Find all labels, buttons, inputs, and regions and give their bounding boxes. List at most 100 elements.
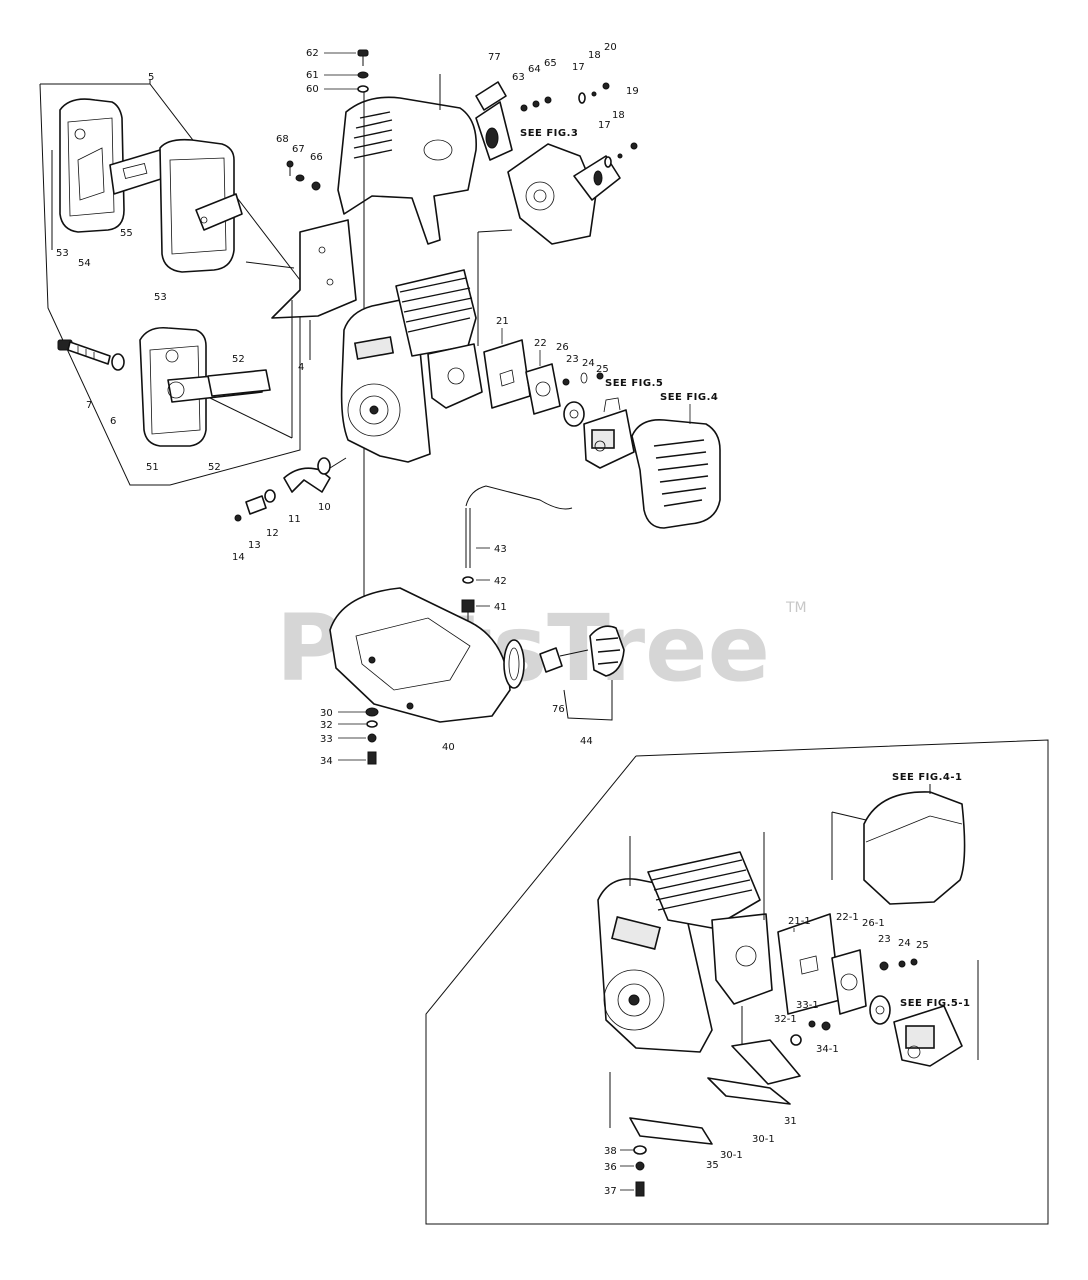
callout-25: 25 xyxy=(596,364,609,375)
inset-plates xyxy=(609,1006,801,1145)
callout-25-inset: 25 xyxy=(916,940,929,951)
callout-68: 68 xyxy=(276,134,289,145)
callout-6: 6 xyxy=(110,416,116,427)
callout-5: 5 xyxy=(148,72,154,83)
callout-42: 42 xyxy=(494,576,507,587)
side-screws xyxy=(286,160,321,191)
carb-insulator xyxy=(525,363,604,427)
callout-12: 12 xyxy=(266,528,279,539)
see-fig5-ref: SEE FIG.5 xyxy=(605,378,663,389)
inset-engine xyxy=(597,832,773,1053)
tank-mount-hardware xyxy=(365,707,379,765)
callout-26-1: 26-1 xyxy=(862,918,885,929)
callout-41: 41 xyxy=(494,602,507,613)
callout-43: 43 xyxy=(494,544,507,555)
callout-17a: 17 xyxy=(572,62,585,73)
callout-44: 44 xyxy=(580,736,593,747)
starter-screws xyxy=(520,82,638,168)
see-fig4-ref: SEE FIG.4 xyxy=(660,392,718,403)
inset-carb-gasket xyxy=(777,913,841,1015)
callout-24-inset: 24 xyxy=(898,938,911,949)
recoil-starter xyxy=(475,81,621,346)
callout-21: 21 xyxy=(496,316,509,327)
callout-18a: 18 xyxy=(588,50,601,61)
callout-23: 23 xyxy=(566,354,579,365)
callout-54: 54 xyxy=(78,258,91,269)
callout-67: 67 xyxy=(292,144,305,155)
callout-10: 10 xyxy=(318,502,331,513)
watermark-trademark: TM xyxy=(785,600,807,616)
callout-14: 14 xyxy=(232,552,245,563)
callout-30: 30 xyxy=(320,708,333,719)
callout-22: 22 xyxy=(534,338,547,349)
callout-30-1b: 30-1 xyxy=(720,1150,743,1161)
muffler-cover xyxy=(51,98,125,250)
callout-52b: 52 xyxy=(208,462,221,473)
fuel-tank xyxy=(329,587,525,723)
callout-63: 63 xyxy=(512,72,525,83)
callout-61: 61 xyxy=(306,70,319,81)
carburetor xyxy=(583,397,635,469)
engine-block xyxy=(340,269,483,463)
callout-18b: 18 xyxy=(612,110,625,121)
callout-19: 19 xyxy=(626,86,639,97)
callout-33-1: 33-1 xyxy=(796,1000,819,1011)
callout-23-inset: 23 xyxy=(878,934,891,945)
callout-31: 31 xyxy=(784,1116,797,1127)
callout-17b: 17 xyxy=(598,120,611,131)
callout-62: 62 xyxy=(306,48,319,59)
callout-51: 51 xyxy=(146,462,159,473)
callout-33: 33 xyxy=(320,734,333,745)
callout-36: 36 xyxy=(604,1162,617,1173)
callout-65: 65 xyxy=(544,58,557,69)
fuel-line xyxy=(461,485,573,628)
callout-24: 24 xyxy=(582,358,595,369)
callout-32: 32 xyxy=(320,720,333,731)
callout-53a: 53 xyxy=(56,248,69,259)
inset-bolts xyxy=(633,1145,647,1197)
callout-53b: 53 xyxy=(154,292,167,303)
see-fig4-1-ref: SEE FIG.4-1 xyxy=(892,772,962,783)
callout-26: 26 xyxy=(556,342,569,353)
inset-frame xyxy=(425,739,1049,1225)
see-fig5-1-ref: SEE FIG.5-1 xyxy=(900,998,970,1009)
callout-21-1: 21-1 xyxy=(788,916,811,927)
callout-32-1: 32-1 xyxy=(774,1014,797,1025)
callout-34-1: 34-1 xyxy=(816,1044,839,1055)
heat-shield xyxy=(271,219,357,360)
top-cover xyxy=(337,74,477,245)
callout-13: 13 xyxy=(248,540,261,551)
callout-37: 37 xyxy=(604,1186,617,1197)
callout-4: 4 xyxy=(298,362,304,373)
callout-64: 64 xyxy=(528,64,541,75)
muffler-back xyxy=(139,261,295,447)
leader-lines xyxy=(324,52,795,1191)
callout-22-1: 22-1 xyxy=(836,912,859,923)
inset-carburetor xyxy=(893,960,979,1067)
callout-20: 20 xyxy=(604,42,617,53)
callout-52a: 52 xyxy=(232,354,245,365)
callout-7: 7 xyxy=(86,400,92,411)
fuel-cap xyxy=(539,625,625,721)
callout-35: 35 xyxy=(706,1160,719,1171)
exhaust-flange xyxy=(234,457,347,522)
callout-30-1a: 30-1 xyxy=(752,1134,775,1145)
see-fig3-ref: SEE FIG.3 xyxy=(520,128,578,139)
muffler-group-outline xyxy=(39,80,301,486)
callout-77: 77 xyxy=(488,52,501,63)
muffler-body xyxy=(159,138,243,273)
callout-66: 66 xyxy=(310,152,323,163)
air-cleaner-cover xyxy=(631,419,721,529)
callout-60: 60 xyxy=(306,84,319,95)
callout-34: 34 xyxy=(320,756,333,767)
inset-air-cleaner xyxy=(831,784,966,905)
muffler-bolt xyxy=(57,339,125,371)
callout-76: 76 xyxy=(552,704,565,715)
inset-hardware xyxy=(790,1020,831,1046)
carb-gasket xyxy=(483,339,531,409)
callout-11: 11 xyxy=(288,514,301,525)
callout-38: 38 xyxy=(604,1146,617,1157)
inset-insulator xyxy=(831,949,918,1025)
callout-55: 55 xyxy=(120,228,133,239)
